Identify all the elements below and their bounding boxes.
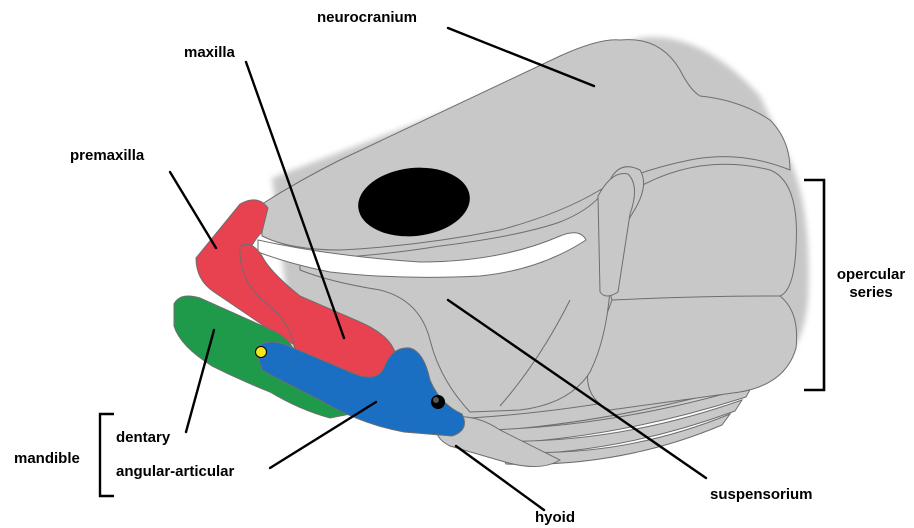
label-neurocranium: neurocranium bbox=[317, 9, 417, 26]
leader-premaxilla bbox=[170, 172, 216, 248]
label-maxilla: maxilla bbox=[184, 44, 235, 61]
label-opercular-line1: opercular bbox=[834, 266, 908, 283]
jaw-joint-highlight bbox=[433, 397, 439, 403]
label-mandible: mandible bbox=[14, 450, 80, 467]
label-suspensorium: suspensorium bbox=[710, 486, 813, 503]
coronoid-marker bbox=[256, 347, 267, 358]
label-premaxilla: premaxilla bbox=[70, 147, 144, 164]
mandible-bracket bbox=[100, 414, 114, 496]
label-hyoid: hyoid bbox=[535, 509, 575, 526]
label-dentary: dentary bbox=[116, 429, 170, 446]
label-angular-articular: angular-articular bbox=[116, 463, 234, 480]
label-opercular-line2: series bbox=[834, 284, 908, 301]
